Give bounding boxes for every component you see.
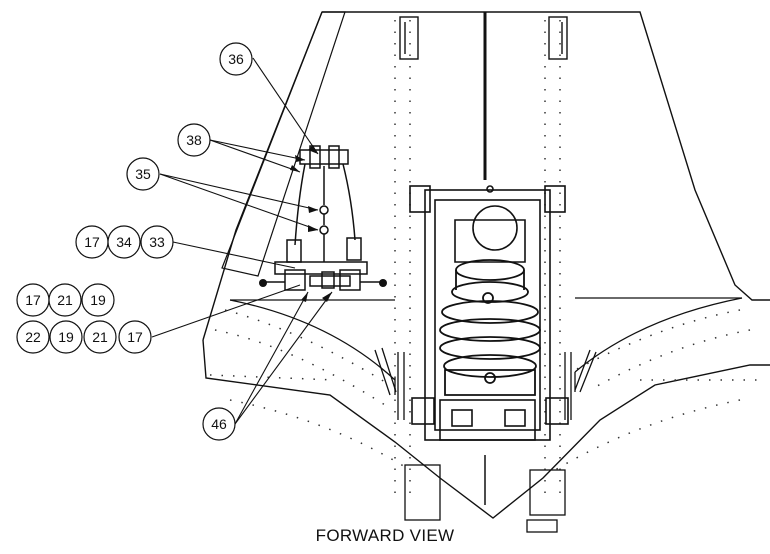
callout-19-bottom: 19	[49, 320, 83, 354]
rivet-lines	[209, 20, 765, 495]
callout-46: 46	[202, 407, 236, 441]
fitting-assembly	[263, 145, 380, 291]
standoffs	[397, 352, 572, 420]
callout-22: 22	[16, 320, 50, 354]
svg-text:21: 21	[92, 329, 108, 345]
svg-text:34: 34	[116, 234, 132, 250]
svg-text:17: 17	[25, 292, 41, 308]
callout-19-mid: 19	[81, 283, 115, 317]
upper-bracket-left	[399, 16, 419, 60]
leader-arrowheads	[290, 145, 332, 302]
callout-38: 38	[177, 123, 211, 157]
skin-panels	[229, 297, 743, 396]
callout-35: 35	[126, 157, 160, 191]
svg-text:38: 38	[186, 132, 202, 148]
svg-text:35: 35	[135, 166, 151, 182]
svg-text:22: 22	[25, 329, 41, 345]
fitting-cap-right	[379, 279, 387, 287]
svg-text:17: 17	[84, 234, 100, 250]
upper-bracket-right	[548, 16, 568, 60]
svg-text:33: 33	[149, 234, 165, 250]
callout-17-bottom: 17	[118, 320, 152, 354]
callout-21-mid: 21	[48, 283, 82, 317]
callout-36: 36	[219, 42, 253, 76]
lower-stem	[404, 464, 566, 533]
svg-text:21: 21	[57, 292, 73, 308]
actuator-stack	[439, 259, 541, 396]
left-flange	[221, 11, 346, 277]
svg-text:17: 17	[127, 329, 143, 345]
callout-17-mid: 17	[16, 283, 50, 317]
svg-text:36: 36	[228, 51, 244, 67]
callout-33: 33	[140, 225, 174, 259]
callout-21-bottom: 21	[83, 320, 117, 354]
svg-text:46: 46	[211, 416, 227, 432]
svg-text:19: 19	[90, 292, 106, 308]
callout-34: 34	[107, 225, 141, 259]
fitting-cap-left	[259, 279, 267, 287]
view-caption: FORWARD VIEW	[315, 526, 455, 545]
leader-lines	[151, 57, 333, 425]
svg-text:19: 19	[58, 329, 74, 345]
callout-17-top: 17	[75, 225, 109, 259]
mount-frame	[409, 185, 569, 441]
